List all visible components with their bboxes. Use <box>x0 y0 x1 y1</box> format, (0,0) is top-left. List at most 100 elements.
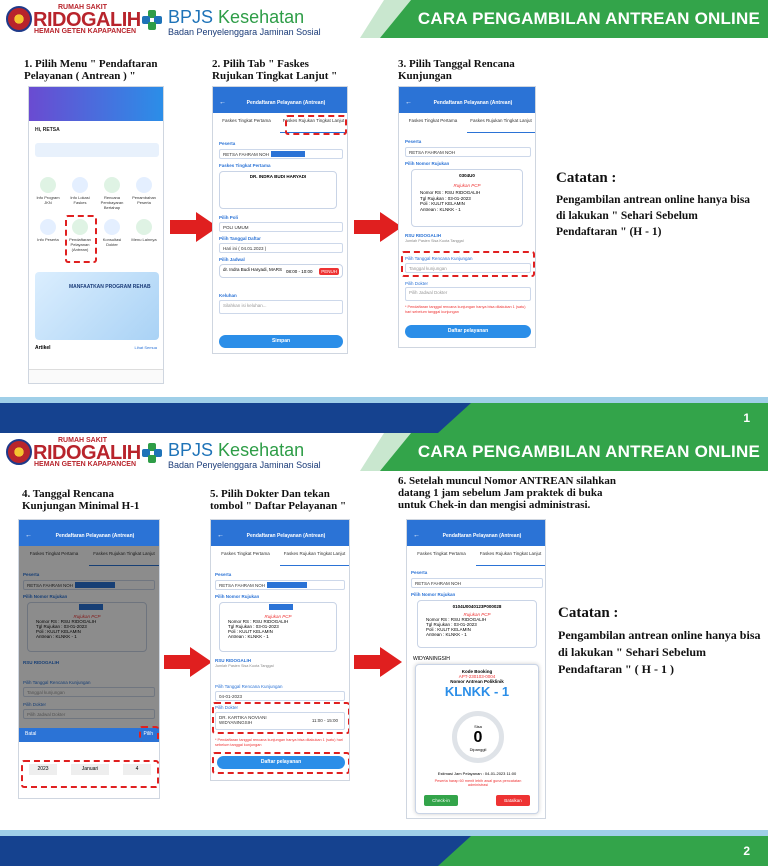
peserta-field[interactable]: RETSA FAHRAM NOH <box>411 578 543 588</box>
page-title: CARA PENGAMBILAN ANTREAN ONLINE <box>417 442 760 461</box>
phone-ticket-screen: ←Pendaftaran Pelayanan (Antrean) Faskes … <box>406 519 546 819</box>
tgl-rencana-input[interactable]: Tanggal kunjungan <box>405 263 531 273</box>
back-arrow-icon[interactable]: ← <box>413 532 420 539</box>
bottom-nav <box>29 369 163 383</box>
back-arrow-icon[interactable]: ← <box>25 532 32 539</box>
tgl-rencana-input[interactable]: Tanggal kunjungan <box>23 687 155 697</box>
rujukan-card[interactable]: 0304U0 Rujukan PCP Nomor RS : RSU RIDOGA… <box>219 602 337 652</box>
batalkan-button[interactable]: Batalkan <box>496 795 530 806</box>
keluhan-input[interactable]: Silahkan isi keluhan... <box>219 300 343 314</box>
arrow-right-icon <box>164 647 214 677</box>
antrean-number: KLNKK - 1 <box>444 684 510 699</box>
menu-info-program[interactable]: Info Program JKN <box>33 177 63 205</box>
menu-info-lokasi[interactable]: Info Lokasi Faskes <box>65 177 95 205</box>
step-6-label: 6. Setelah muncul Nomor ANTREAN silahkan… <box>398 475 616 511</box>
simpan-button[interactable]: Simpan <box>219 335 343 348</box>
peserta-field[interactable]: RETSA FAHRAM NOH <box>405 147 531 157</box>
dokter-short: WIDYANINGSIH <box>413 656 450 662</box>
catatan-text: Pengambilan antrean online hanya bisa di… <box>556 194 751 238</box>
dokter-select[interactable]: Pilih Jadwal Dokter <box>23 709 155 719</box>
menu-info-peserta[interactable]: Info Peserta <box>33 219 63 242</box>
highlight-tab-rujukan <box>285 115 347 135</box>
phone-tanggal-screen: ←Pendaftaran Pelayanan (Antrean) Faskes … <box>398 86 536 348</box>
peserta-field[interactable]: RETSA FAHRAM NOH <box>219 149 343 159</box>
hospital-label-small: RUMAH SAKIT <box>58 437 107 444</box>
catatan-text: Pengambilan antrean online hanya bisa di… <box>558 628 761 676</box>
header-band: CARA PENGAMBILAN ANTREAN ONLINE <box>380 0 768 38</box>
antrean-ticket: Kode Booking APT-230103-0004 Nomor Antre… <box>415 664 539 814</box>
highlight-dokter <box>212 702 349 734</box>
year-wheel[interactable]: 2023 <box>29 764 57 775</box>
pilih-button[interactable]: Pilih <box>143 731 153 737</box>
bpjs-logo-icon <box>142 10 162 30</box>
page-number: 2 <box>743 844 750 858</box>
tab-faskes-rujukan[interactable]: Faskes Rujukan Tingkat Lanjut <box>89 548 159 566</box>
back-arrow-icon[interactable]: ← <box>405 99 412 106</box>
hospital-name: RIDOGALIH <box>33 442 141 464</box>
step-5-label: 5. Pilih Dokter Dan tekan tombol " Dafta… <box>210 488 347 512</box>
menu-penambahan-peserta[interactable]: Penambahan Peserta <box>129 177 159 205</box>
peserta-field[interactable]: RETSA FAHRAM NOH <box>215 580 345 590</box>
artikel-label: Artikel <box>35 345 51 351</box>
page-title: CARA PENGAMBILAN ANTREAN ONLINE <box>417 9 760 28</box>
slide-1: RUMAH SAKIT RIDOGALIH HEMAN GETEN KAPAPA… <box>0 0 768 433</box>
highlight-pendaftaran <box>65 215 97 263</box>
hospital-logo-icon <box>6 6 32 32</box>
tab-faskes-pertama[interactable]: Faskes Tingkat Pertama <box>29 551 79 556</box>
menu-rencana-pembayaran[interactable]: Rencana Pembayaran Bertahap <box>97 177 127 210</box>
jadwal-card[interactable]: dr. Indra Budi Haryadi, MARS 08:00 - 10:… <box>219 264 343 278</box>
phone-faskes-screen: ←Pendaftaran Pelayanan (Antrean) Faskes … <box>212 86 348 354</box>
highlight-tgl-rencana <box>401 251 535 277</box>
phone-datepicker-screen: ←Pendaftaran Pelayanan (Antrean) Faskes … <box>18 519 160 799</box>
modal-overlay <box>19 546 159 728</box>
tab-faskes-pertama[interactable]: Faskes Tingkat Pertama <box>417 551 466 556</box>
month-wheel[interactable]: Januari <box>71 764 109 775</box>
batal-button[interactable]: Batal <box>25 731 37 737</box>
highlight-date <box>21 760 159 788</box>
step-4-label: 4. Tanggal Rencana Kunjungan Minimal H-1 <box>22 488 140 512</box>
slide-2: RUMAH SAKIT RIDOGALIH HEMAN GETEN KAPAPA… <box>0 433 768 866</box>
fktp-card[interactable]: DR. INDRA BUDI HARYADI <box>219 171 337 209</box>
arrow-right-icon <box>354 212 404 242</box>
peserta-field[interactable]: RETSA FAHRAM NOH <box>23 580 155 590</box>
tab-faskes-rujukan[interactable]: Faskes Rujukan Tingkat Lanjut <box>467 115 535 133</box>
catatan-title: Catatan : <box>558 605 619 621</box>
poli-select[interactable]: POLI UMUM <box>219 222 343 232</box>
header-band: CARA PENGAMBILAN ANTREAN ONLINE <box>380 433 768 471</box>
tab-faskes-pertama[interactable]: Faskes Tingkat Pertama <box>221 551 270 556</box>
dokter-select[interactable]: Pilih Jadwal Dokter <box>405 287 531 301</box>
hospital-name: RIDOGALIH <box>33 9 141 31</box>
menu-pendaftaran-pelayanan[interactable]: Pendaftaran Pelayanan (Antrean) <box>65 219 95 252</box>
daftar-pelayanan-button[interactable]: Daftar pelayanan <box>405 325 531 338</box>
bpjs-subtitle: Badan Penyelenggara Jaminan Sosial <box>168 27 321 37</box>
datepicker-header: Batal Pilih <box>19 728 159 742</box>
menu-lainnya[interactable]: Menu Lainnya <box>129 219 159 242</box>
hospital-motto: HEMAN GETEN KAPAPANCEN <box>34 28 137 35</box>
back-arrow-icon[interactable]: ← <box>219 99 226 106</box>
bpjs-subtitle: Badan Penyelenggara Jaminan Sosial <box>168 460 321 470</box>
tab-faskes-rujukan[interactable]: Faskes Rujukan Tingkat Lanjut <box>280 548 349 566</box>
tgl-rencana-input[interactable]: 04-01-2023 <box>215 691 345 701</box>
tgl-daftar-select[interactable]: Hari ini ( 04.01.2023 ) <box>219 243 343 253</box>
checkin-button[interactable]: Check-in <box>424 795 458 806</box>
step-2-label: 2. Pilih Tab " Faskes Rujukan Tingkat La… <box>212 58 338 82</box>
tab-faskes-pertama[interactable]: Faskes Tingkat Pertama <box>222 118 271 123</box>
back-arrow-icon[interactable]: ← <box>217 532 224 539</box>
lihat-semua-link[interactable]: Lihat Semua <box>134 345 157 350</box>
tab-faskes-rujukan[interactable]: Faskes Rujukan Tingkat Lanjut <box>476 548 545 566</box>
menu-konsultasi-dokter[interactable]: Konsultasi Dokter <box>97 219 127 247</box>
rujukan-card[interactable]: 0104U0040123P000028 Rujukan PCP Nomor RS… <box>417 600 537 648</box>
daftar-pelayanan-button[interactable]: Daftar pelayanan <box>217 756 345 769</box>
bpjs-name: BPJS Kesehatan <box>168 440 305 460</box>
day-wheel[interactable]: 4 <box>123 764 151 775</box>
tab-faskes-rujukan[interactable]: Faskes Rujukan Tingkat Lanjut <box>280 115 347 133</box>
rujukan-card[interactable]: 0304U0 Rujukan PCP Nomor RS : RSU RIDOGA… <box>411 169 523 227</box>
bpjs-name: BPJS Kesehatan <box>168 7 305 27</box>
rehab-banner: MANFAATKAN PROGRAM REHAB <box>35 272 159 340</box>
tab-faskes-pertama[interactable]: Faskes Tingkat Pertama <box>408 118 458 123</box>
phone-home-screen: Hi, RETSA Info Program JKN Info Lokasi F… <box>28 86 164 384</box>
rujukan-card[interactable]: 0304U0 Rujukan PCP Nomor RS : RSU RIDOGA… <box>27 602 147 652</box>
sisa-ring: Sisa 0 Dipanggil <box>452 711 504 763</box>
step-3-label: 3. Pilih Tanggal Rencana Kunjungan <box>398 58 515 82</box>
dokter-select[interactable]: DR. KARTIKA NOVIANI WIDYANINGSIH 11:00 -… <box>215 712 345 730</box>
